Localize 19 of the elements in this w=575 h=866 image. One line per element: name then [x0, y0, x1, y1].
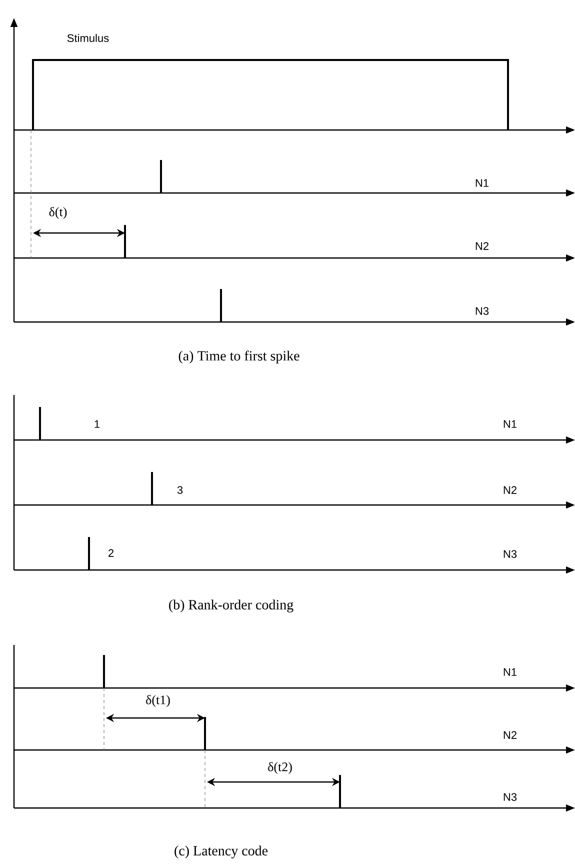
- neuron-label: N2: [476, 242, 488, 250]
- neuron-label: N1: [504, 420, 516, 428]
- neuron-label: N2: [504, 486, 516, 494]
- neuron-label: N2: [504, 731, 516, 739]
- signal-label: Stimulus: [67, 34, 109, 42]
- interval-label: δ(t): [49, 207, 67, 219]
- panel-caption: (c) Latency code: [174, 846, 268, 858]
- interval-label: δ(t2): [268, 762, 292, 774]
- neuron-label: N1: [476, 179, 488, 187]
- panel-caption: (a) Time to first spike: [178, 350, 300, 364]
- neuron-label: N3: [476, 307, 489, 315]
- neuron-label: N3: [504, 793, 517, 801]
- neuron-label: N1: [504, 668, 516, 676]
- interval-label: δ(t1): [146, 695, 170, 707]
- panel-caption: (b) Rank-order coding: [169, 600, 294, 612]
- rank-number: 2: [108, 549, 114, 557]
- neuron-label: N3: [504, 550, 517, 558]
- rank-number: 1: [94, 420, 100, 428]
- rank-number: 3: [177, 486, 183, 494]
